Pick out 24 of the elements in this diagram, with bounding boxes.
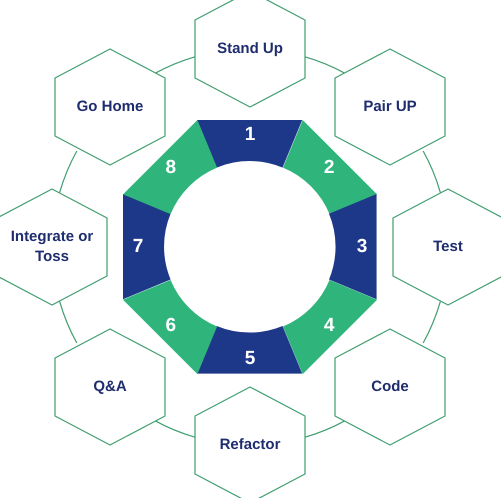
step-number: 3 [356, 236, 368, 257]
step-label: Stand Up [216, 39, 284, 59]
step-number: 4 [324, 316, 334, 336]
connector-line [422, 150, 441, 193]
step-label: Test [432, 237, 464, 257]
step-number: 6 [166, 316, 176, 336]
step-label: Pair UP [362, 96, 418, 117]
step-label: Q&A [92, 377, 128, 397]
connector-line [422, 301, 441, 344]
step-number: 2 [324, 158, 334, 178]
connector-line [154, 420, 196, 438]
step-label: Code [370, 377, 410, 397]
connector-line [59, 301, 78, 344]
step-label: Refactor [218, 435, 282, 455]
connector-line [59, 150, 78, 193]
step-number: 8 [166, 158, 176, 178]
step-number: 1 [244, 124, 256, 145]
step-label: Integrate or Toss [10, 227, 94, 267]
step-number: 7 [132, 236, 144, 257]
step-number: 5 [244, 348, 256, 369]
step-label: Go Home [76, 96, 144, 117]
connector-line [154, 56, 196, 74]
connector-line [304, 56, 346, 74]
connector-line [304, 420, 346, 438]
